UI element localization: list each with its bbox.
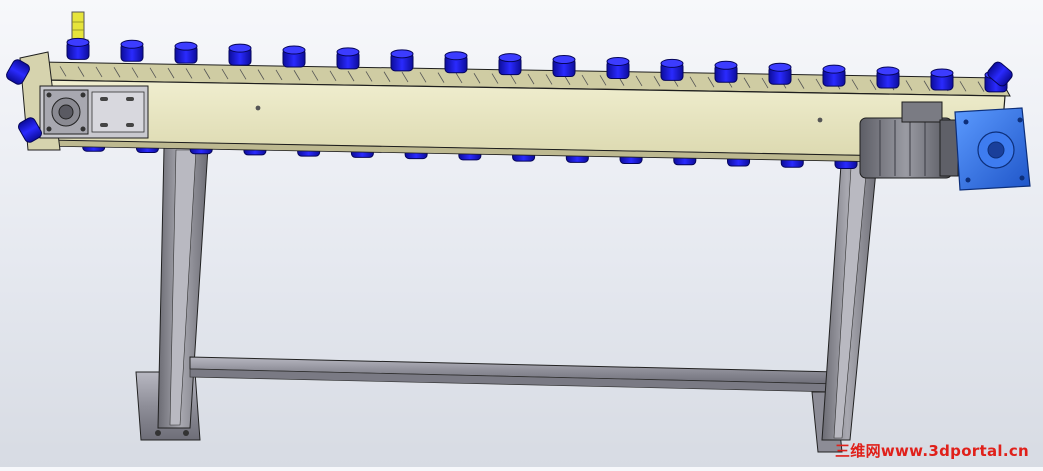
carrier-puck [930,68,954,91]
chain-link [581,74,589,86]
carrier-puck [876,66,900,89]
chain-link [761,77,769,89]
chain-link [311,70,319,81]
carrier-puck [660,58,684,81]
chain-link [743,77,751,88]
chain-link [365,71,373,82]
gear-motor-drive [859,101,1031,191]
chain-link [473,73,481,84]
carrier-puck [174,41,198,64]
chain-link [815,78,823,90]
chain-link [491,73,499,84]
chain-link [527,73,535,85]
carrier-puck [390,49,414,72]
carrier-puck [120,39,144,62]
chain-link [419,72,427,83]
carrier-puck [822,64,846,87]
carrier-puck [444,51,468,74]
chain-link [383,71,391,82]
carrier-puck [714,60,738,83]
chain-link [851,79,859,90]
chain-link [599,75,607,86]
chain-link [923,80,931,91]
chain-link [869,79,877,91]
end-wrap-pucks [6,59,1013,143]
chain-link [113,67,121,78]
carrier-puck [66,37,90,60]
chain-link [401,71,409,83]
chain-link [275,69,283,81]
chain-link [545,74,553,85]
chain-link [437,72,445,83]
carrier-puck [282,45,306,68]
chain-link [689,76,697,88]
cross-brace-beam [189,356,839,393]
conveyor-frame [39,61,1011,165]
carrier-puck [336,47,360,70]
chain-link [149,67,157,79]
chain-link [95,66,103,78]
chain-link [167,67,175,79]
carrier-puck [552,55,576,78]
chain-link [905,80,913,91]
chain-link [131,67,139,78]
chain-link [329,70,337,82]
watermark-text: 三维网www.3dportal.cn [834,442,1029,460]
chain-link [455,72,463,84]
chain-link [959,81,967,92]
chain-link [221,68,229,80]
chain-link [347,70,355,82]
chain-link [203,68,211,79]
chain-link [239,69,247,80]
chain-link [797,78,805,89]
carrier-puck [228,43,252,66]
chain-link [59,66,67,77]
carrier-puck [606,56,630,79]
chain-link [185,68,193,79]
carrier-puck [768,62,792,85]
chain-link [257,69,265,80]
chain-link [977,81,985,92]
chain-link [707,76,715,88]
carrier-puck [498,53,522,76]
carrier-pucks [66,37,1008,93]
chain-link [293,70,301,81]
chain-link [509,73,517,85]
chain-link [77,66,85,77]
chain-link [635,75,643,87]
chain-link [653,76,661,87]
